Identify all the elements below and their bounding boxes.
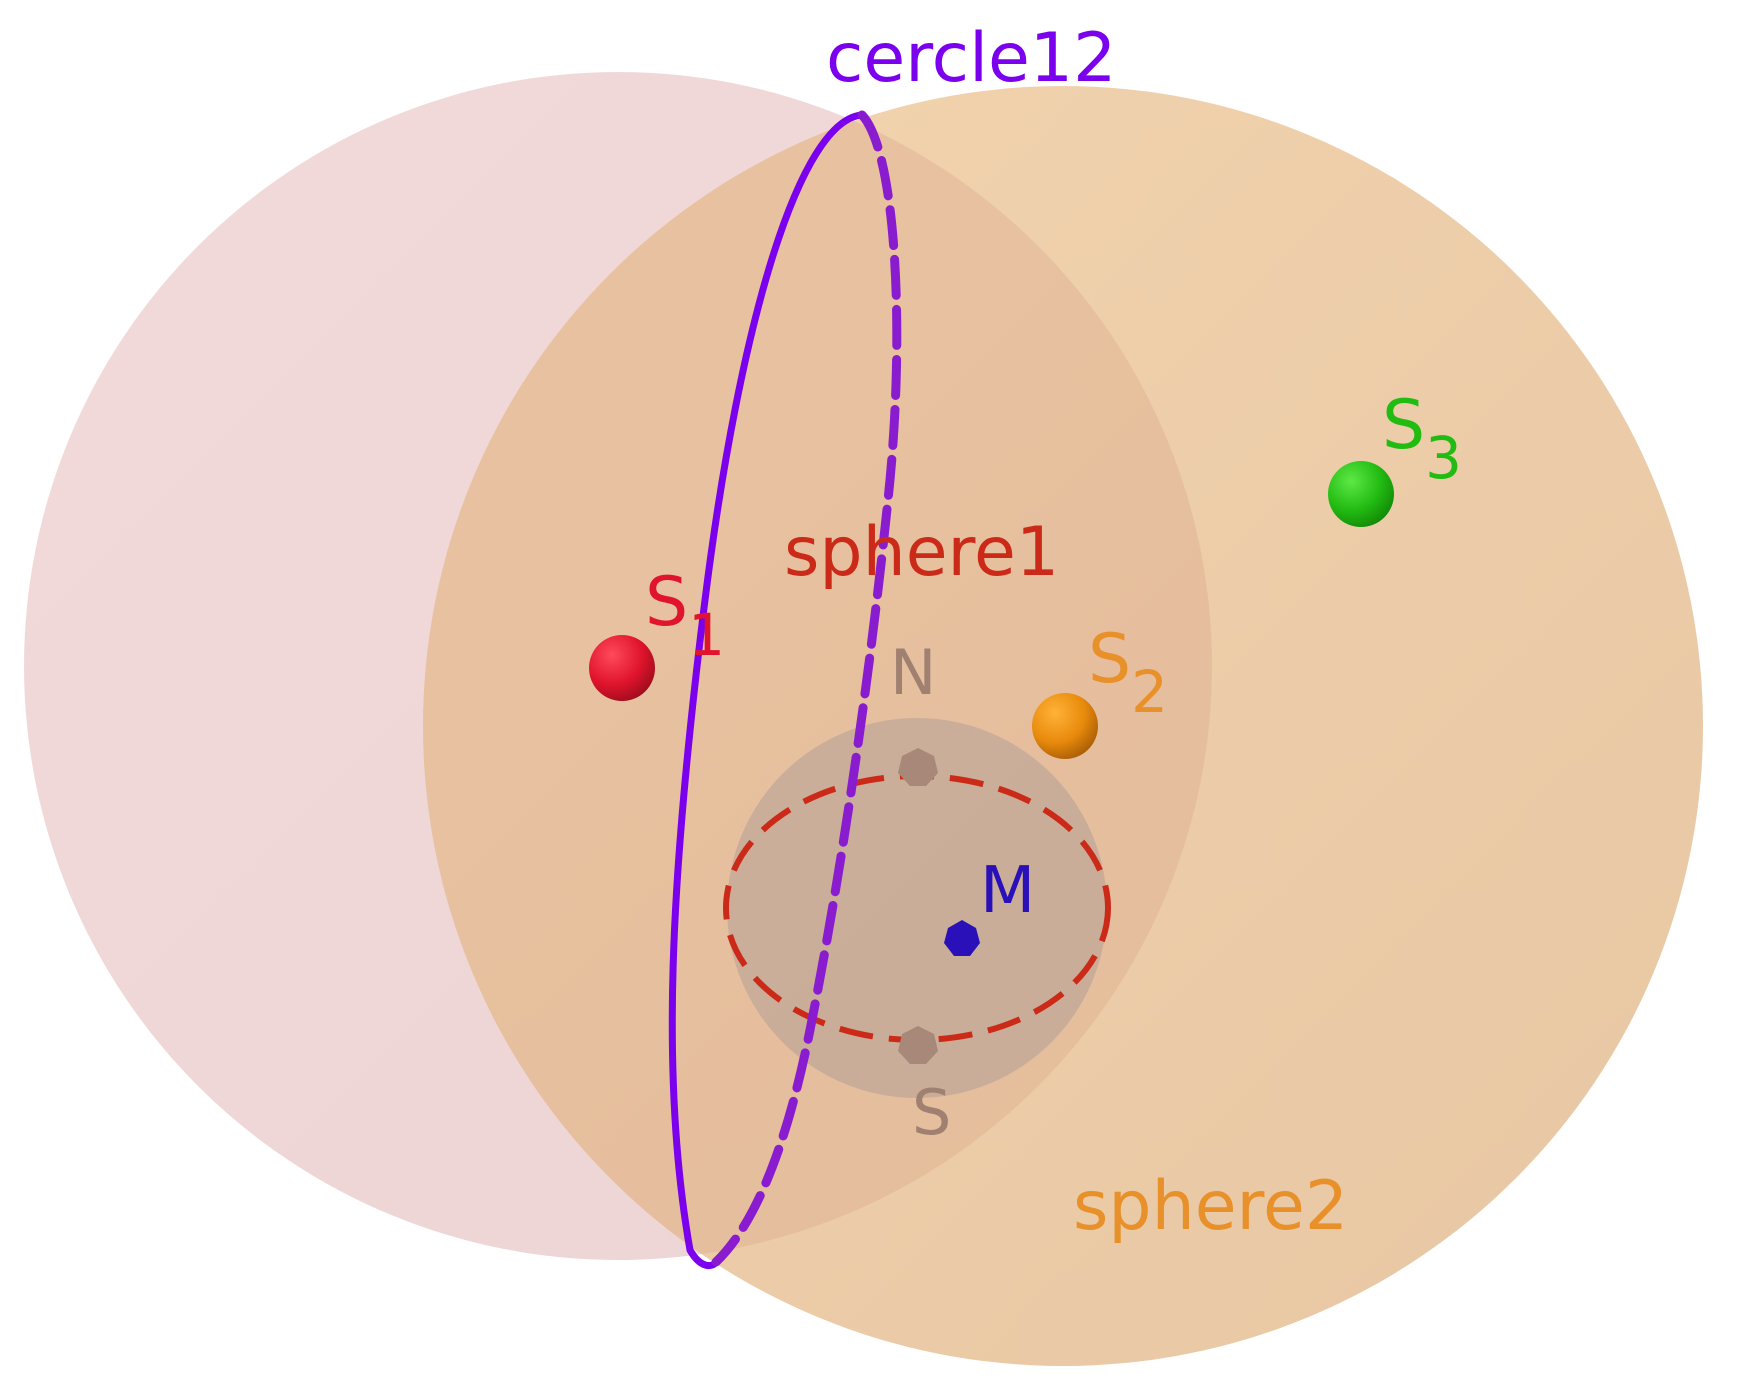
point-S3[interactable]	[1328, 461, 1394, 527]
label-S: S	[912, 1076, 951, 1149]
small-sphere	[727, 718, 1107, 1098]
point-S1[interactable]	[589, 635, 655, 701]
label-S2: S2	[1088, 620, 1168, 726]
cercle12-front	[668, 111, 866, 1270]
cercle12-back	[711, 110, 902, 1267]
label-S1: S1	[645, 563, 725, 669]
point-S[interactable]	[898, 1026, 938, 1064]
label-N: N	[890, 636, 936, 709]
point-S2[interactable]	[1032, 693, 1098, 759]
point-M[interactable]	[944, 920, 980, 956]
label-S3: S3	[1382, 386, 1462, 492]
point-N[interactable]	[898, 748, 938, 786]
label-sphere2: sphere2	[1073, 1167, 1348, 1246]
label-cercle12: cercle12	[826, 19, 1116, 98]
label-sphere1: sphere1	[784, 513, 1059, 592]
label-M: M	[980, 854, 1035, 928]
